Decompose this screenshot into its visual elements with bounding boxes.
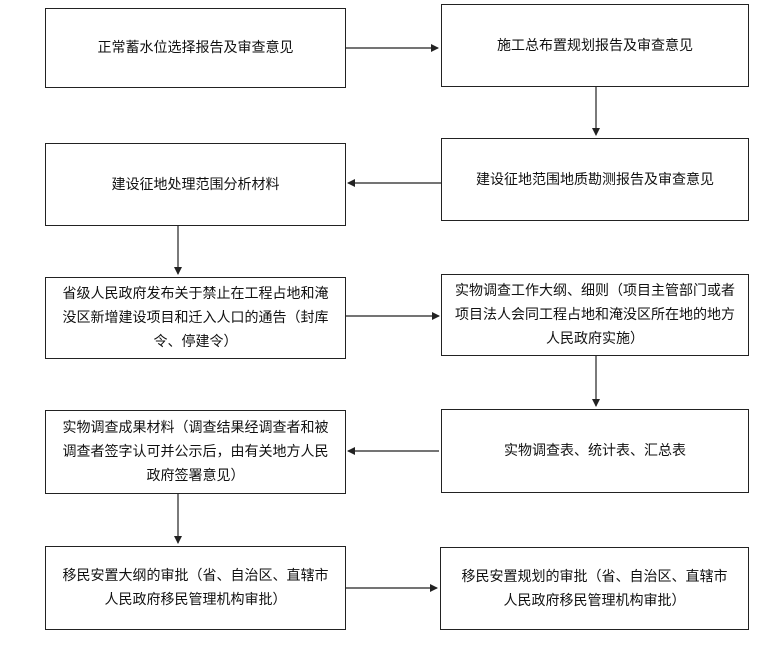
- node-land-scope-analysis: 建设征地处理范围分析材料: [45, 143, 346, 226]
- node-geological-survey-report: 建设征地范围地质勘测报告及审查意见: [441, 138, 749, 221]
- node-survey-results: 实物调查成果材料（调查结果经调查者和被调查者签字认可并公示后，由有关地方人民政府…: [45, 410, 346, 494]
- node-provincial-notice: 省级人民政府发布关于禁止在工程占地和淹没区新增建设项目和迁入人口的通告（封库令、…: [45, 277, 346, 359]
- node-resettlement-plan-approval: 移民安置规划的审批（省、自治区、直辖市人民政府移民管理机构审批）: [440, 547, 749, 630]
- node-survey-tables: 实物调查表、统计表、汇总表: [441, 409, 749, 493]
- node-label: 省级人民政府发布关于禁止在工程占地和淹没区新增建设项目和迁入人口的通告（封库令、…: [62, 286, 329, 350]
- node-label: 移民安置规划的审批（省、自治区、直辖市人民政府移民管理机构审批）: [461, 568, 728, 609]
- node-label: 施工总布置规划报告及审查意见: [497, 37, 693, 54]
- node-label: 实物调查工作大纲、细则（项目主管部门或者项目法人会同工程占地和淹没区所在地的地方…: [455, 283, 735, 347]
- node-label: 建设征地处理范围分析材料: [111, 176, 280, 193]
- node-label: 实物调查成果材料（调查结果经调查者和被调查者签字认可并公示后，由有关地方人民政府…: [62, 420, 329, 484]
- node-survey-outline: 实物调查工作大纲、细则（项目主管部门或者项目法人会同工程占地和淹没区所在地的地方…: [441, 274, 749, 356]
- node-construction-layout-report: 施工总布置规划报告及审查意见: [441, 4, 749, 87]
- node-label: 实物调查表、统计表、汇总表: [504, 443, 686, 459]
- node-label: 移民安置大纲的审批（省、自治区、直辖市人民政府移民管理机构审批）: [62, 568, 329, 608]
- node-normal-water-level-report: 正常蓄水位选择报告及审查意见: [45, 8, 346, 88]
- node-label: 正常蓄水位选择报告及审查意见: [97, 40, 294, 56]
- node-label: 建设征地范围地质勘测报告及审查意见: [476, 171, 714, 188]
- node-resettlement-outline-approval: 移民安置大纲的审批（省、自治区、直辖市人民政府移民管理机构审批）: [45, 546, 346, 630]
